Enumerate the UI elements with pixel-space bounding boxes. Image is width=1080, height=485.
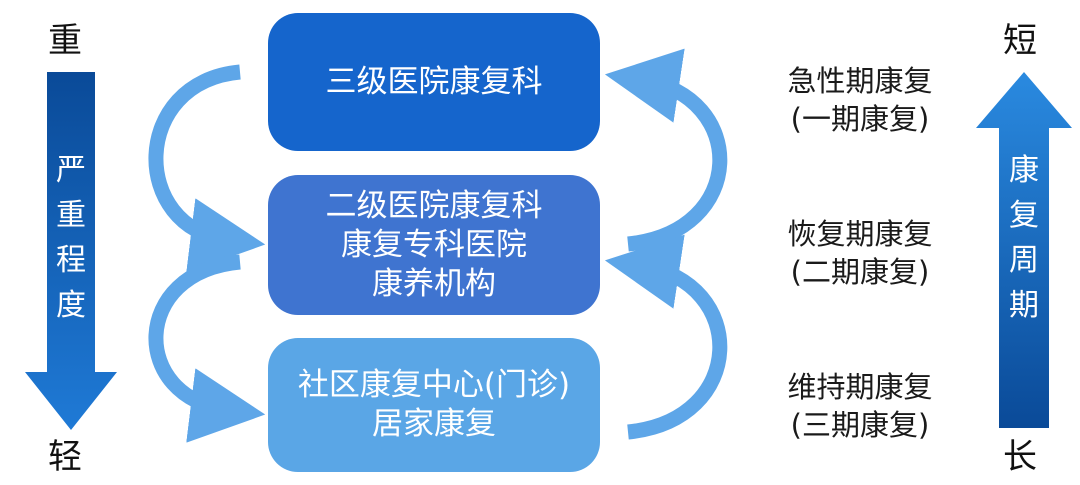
period-long-label: 长 (1003, 437, 1037, 477)
curved-arrow-down-1 (148, 64, 266, 273)
stage-line: 维持期康复 (787, 370, 933, 404)
box-line: 二级医院康复科 (325, 187, 543, 224)
stage-line: (三期康复) (790, 408, 930, 442)
stage-line: 急性期康复 (787, 64, 933, 98)
severity-char: 度 (56, 288, 86, 323)
stage-line: (二期康复) (790, 255, 930, 289)
tertiary-hospital-box: 三级医院康复科 (268, 13, 600, 151)
curved-arrow-up-1 (604, 48, 728, 252)
secondary-hospital-box: 二级医院康复科 康复专科医院 康养机构 (268, 175, 600, 315)
severity-down-arrow (25, 72, 117, 430)
stage-line: (一期康复) (790, 102, 930, 136)
box-line: 三级医院康复科 (325, 63, 543, 100)
box-line: 居家康复 (372, 406, 496, 442)
stage-acute-label: 急性期康复 (一期康复) (740, 62, 980, 138)
severity-char: 重 (56, 198, 86, 233)
period-short-label: 短 (1003, 21, 1037, 61)
period-axis-text: 康 复 周 期 (999, 148, 1049, 328)
severity-light-label: 轻 (48, 437, 82, 477)
period-char: 周 (1009, 243, 1039, 278)
severity-axis-text: 严 重 程 度 (46, 148, 96, 328)
stage-maintenance-label: 维持期康复 (三期康复) (740, 368, 980, 444)
box-line: 社区康复中心(门诊) (297, 367, 571, 403)
curved-arrow-down-2 (148, 254, 266, 443)
community-rehab-box: 社区康复中心(门诊) 居家康复 (268, 338, 600, 472)
period-up-arrow (976, 72, 1072, 428)
period-char: 期 (1009, 288, 1039, 323)
curved-arrow-up-2 (604, 234, 728, 440)
stage-recovery-label: 恢复期康复 (二期康复) (740, 215, 980, 291)
box-line: 康养机构 (372, 265, 496, 302)
box-line: 康复专科医院 (341, 226, 527, 263)
period-char: 复 (1009, 198, 1039, 233)
severity-char: 程 (56, 243, 86, 278)
severity-char: 严 (56, 153, 86, 188)
severity-heavy-label: 重 (48, 21, 82, 61)
stage-line: 恢复期康复 (787, 217, 933, 251)
period-char: 康 (1009, 153, 1039, 188)
